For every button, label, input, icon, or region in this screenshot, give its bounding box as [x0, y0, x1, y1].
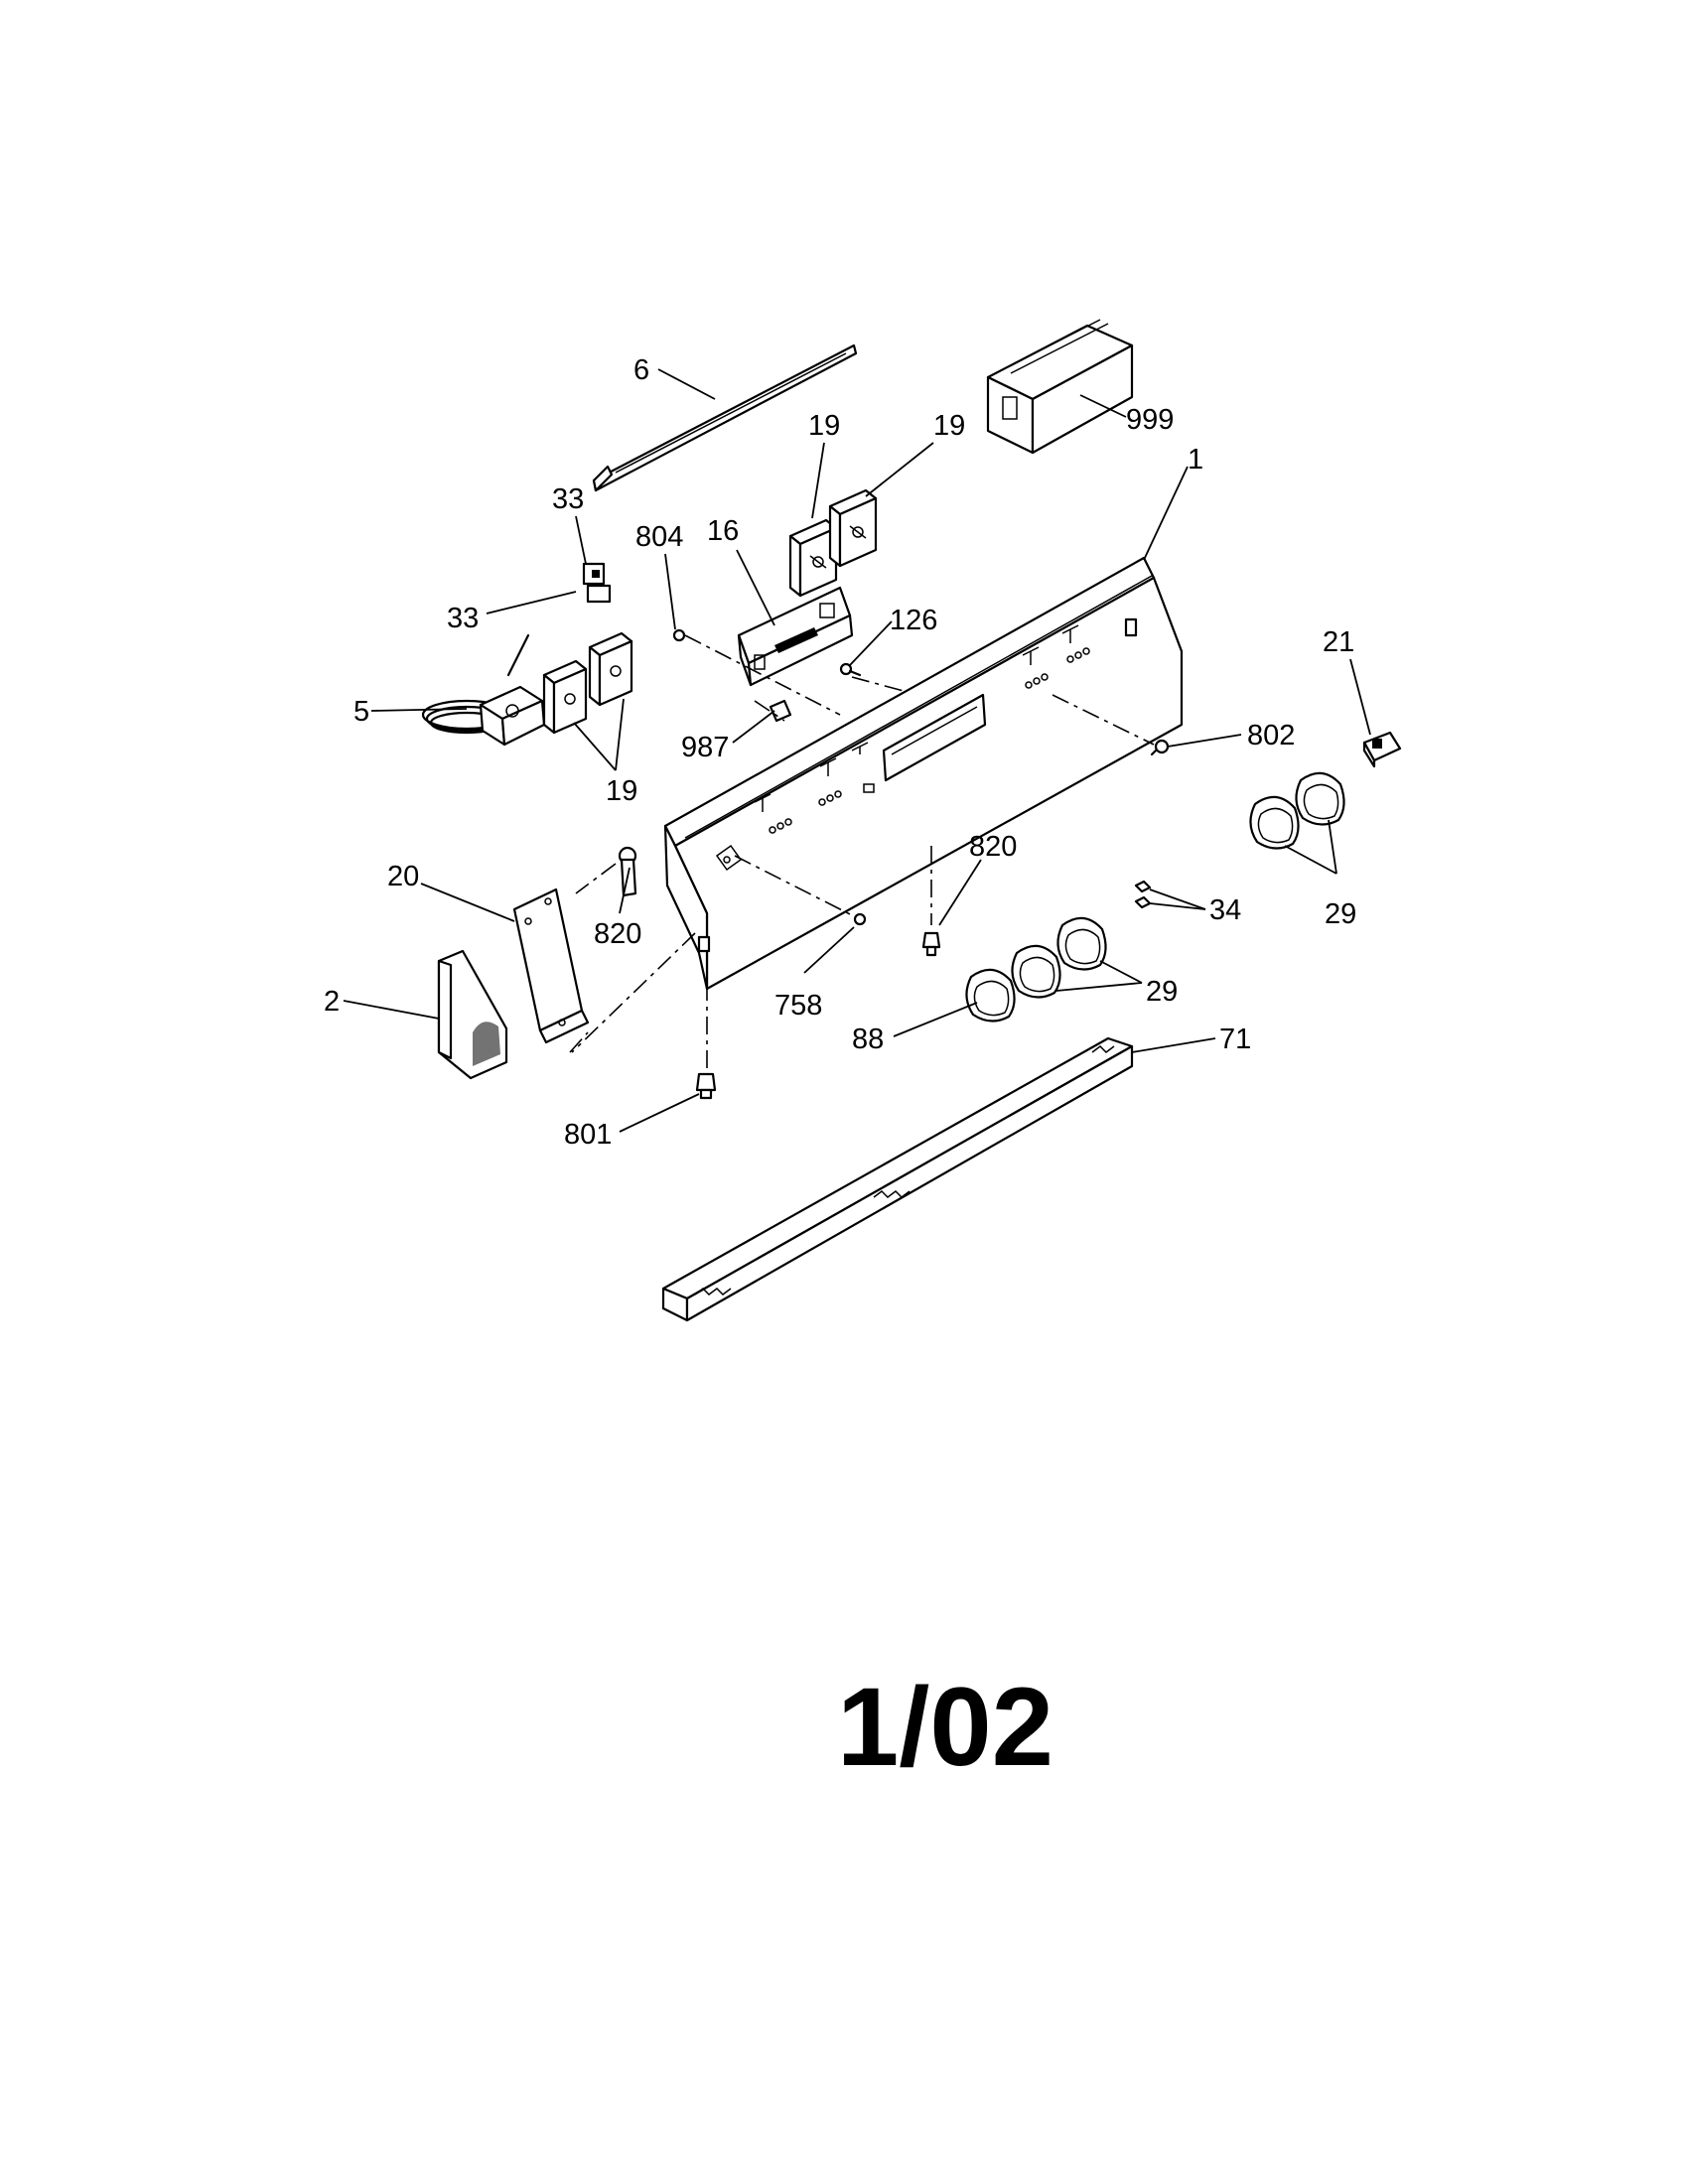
part-71-bottom-trim: [661, 1036, 1134, 1322]
part-19-switch-left-a: [542, 659, 588, 735]
part-33-clips: [582, 562, 612, 604]
part-16-control-board: [737, 586, 854, 687]
callout-804: 804: [635, 521, 683, 553]
callout-88: 88: [852, 1024, 884, 1055]
part-758-screw: [853, 912, 867, 926]
callout-5: 5: [353, 696, 369, 728]
part-29-knob-right-b: [1295, 771, 1345, 826]
callout-2: 2: [324, 986, 340, 1018]
callout-labels: 6 999 1 19 19 33 33 804 16 126 21 5 987 …: [324, 354, 1356, 1151]
page-code: 1/02: [837, 1665, 1053, 1789]
part-987-clip: [769, 699, 792, 723]
leader-lines: [343, 368, 1371, 1133]
callout-34: 34: [1209, 894, 1241, 926]
callout-19: 19: [606, 775, 637, 807]
part-19-switch-top-right: [828, 488, 878, 568]
callout-29: 29: [1325, 898, 1356, 930]
part-6-trim-strip: [592, 343, 858, 492]
callout-16: 16: [707, 515, 739, 547]
part-820-bolt-left: [618, 846, 637, 897]
assembly-lines: [569, 634, 1155, 1068]
callout-802: 802: [1247, 720, 1295, 751]
part-5-thermostat: [421, 633, 546, 747]
part-34-clips: [1134, 880, 1152, 909]
callout-1: 1: [1188, 444, 1203, 476]
callout-820: 820: [594, 918, 641, 950]
part-21-rocker-switch: [1362, 731, 1402, 768]
part-29-knob-bottom-b: [1056, 916, 1107, 971]
callout-33: 33: [447, 603, 479, 634]
callout-126: 126: [890, 605, 937, 636]
callout-801: 801: [564, 1119, 612, 1151]
callout-758: 758: [774, 990, 822, 1022]
callout-21: 21: [1323, 626, 1354, 658]
part-999-box: [986, 319, 1134, 455]
callout-71: 71: [1219, 1024, 1251, 1055]
callout-19: 19: [933, 410, 965, 442]
part-29-knob-bottom-a: [1011, 944, 1061, 999]
part-801-bolt: [695, 1072, 717, 1100]
callout-29: 29: [1146, 976, 1178, 1008]
callout-33: 33: [552, 483, 584, 515]
part-88-knob: [965, 968, 1016, 1023]
callout-19: 19: [808, 410, 840, 442]
part-19-switch-left-b: [588, 631, 633, 707]
part-2-end-cap: [437, 949, 508, 1080]
part-802-screw: [1150, 739, 1170, 756]
part-804-screw: [672, 628, 686, 642]
part-20-bracket: [512, 887, 590, 1044]
part-820-bolt-center: [921, 931, 941, 957]
callout-820: 820: [969, 831, 1017, 863]
callout-6: 6: [633, 354, 649, 386]
part-126-screw: [839, 662, 862, 677]
part-29-knob-right-a: [1249, 795, 1300, 850]
callout-987: 987: [681, 732, 729, 763]
callout-20: 20: [387, 861, 419, 892]
callout-999: 999: [1126, 404, 1174, 436]
